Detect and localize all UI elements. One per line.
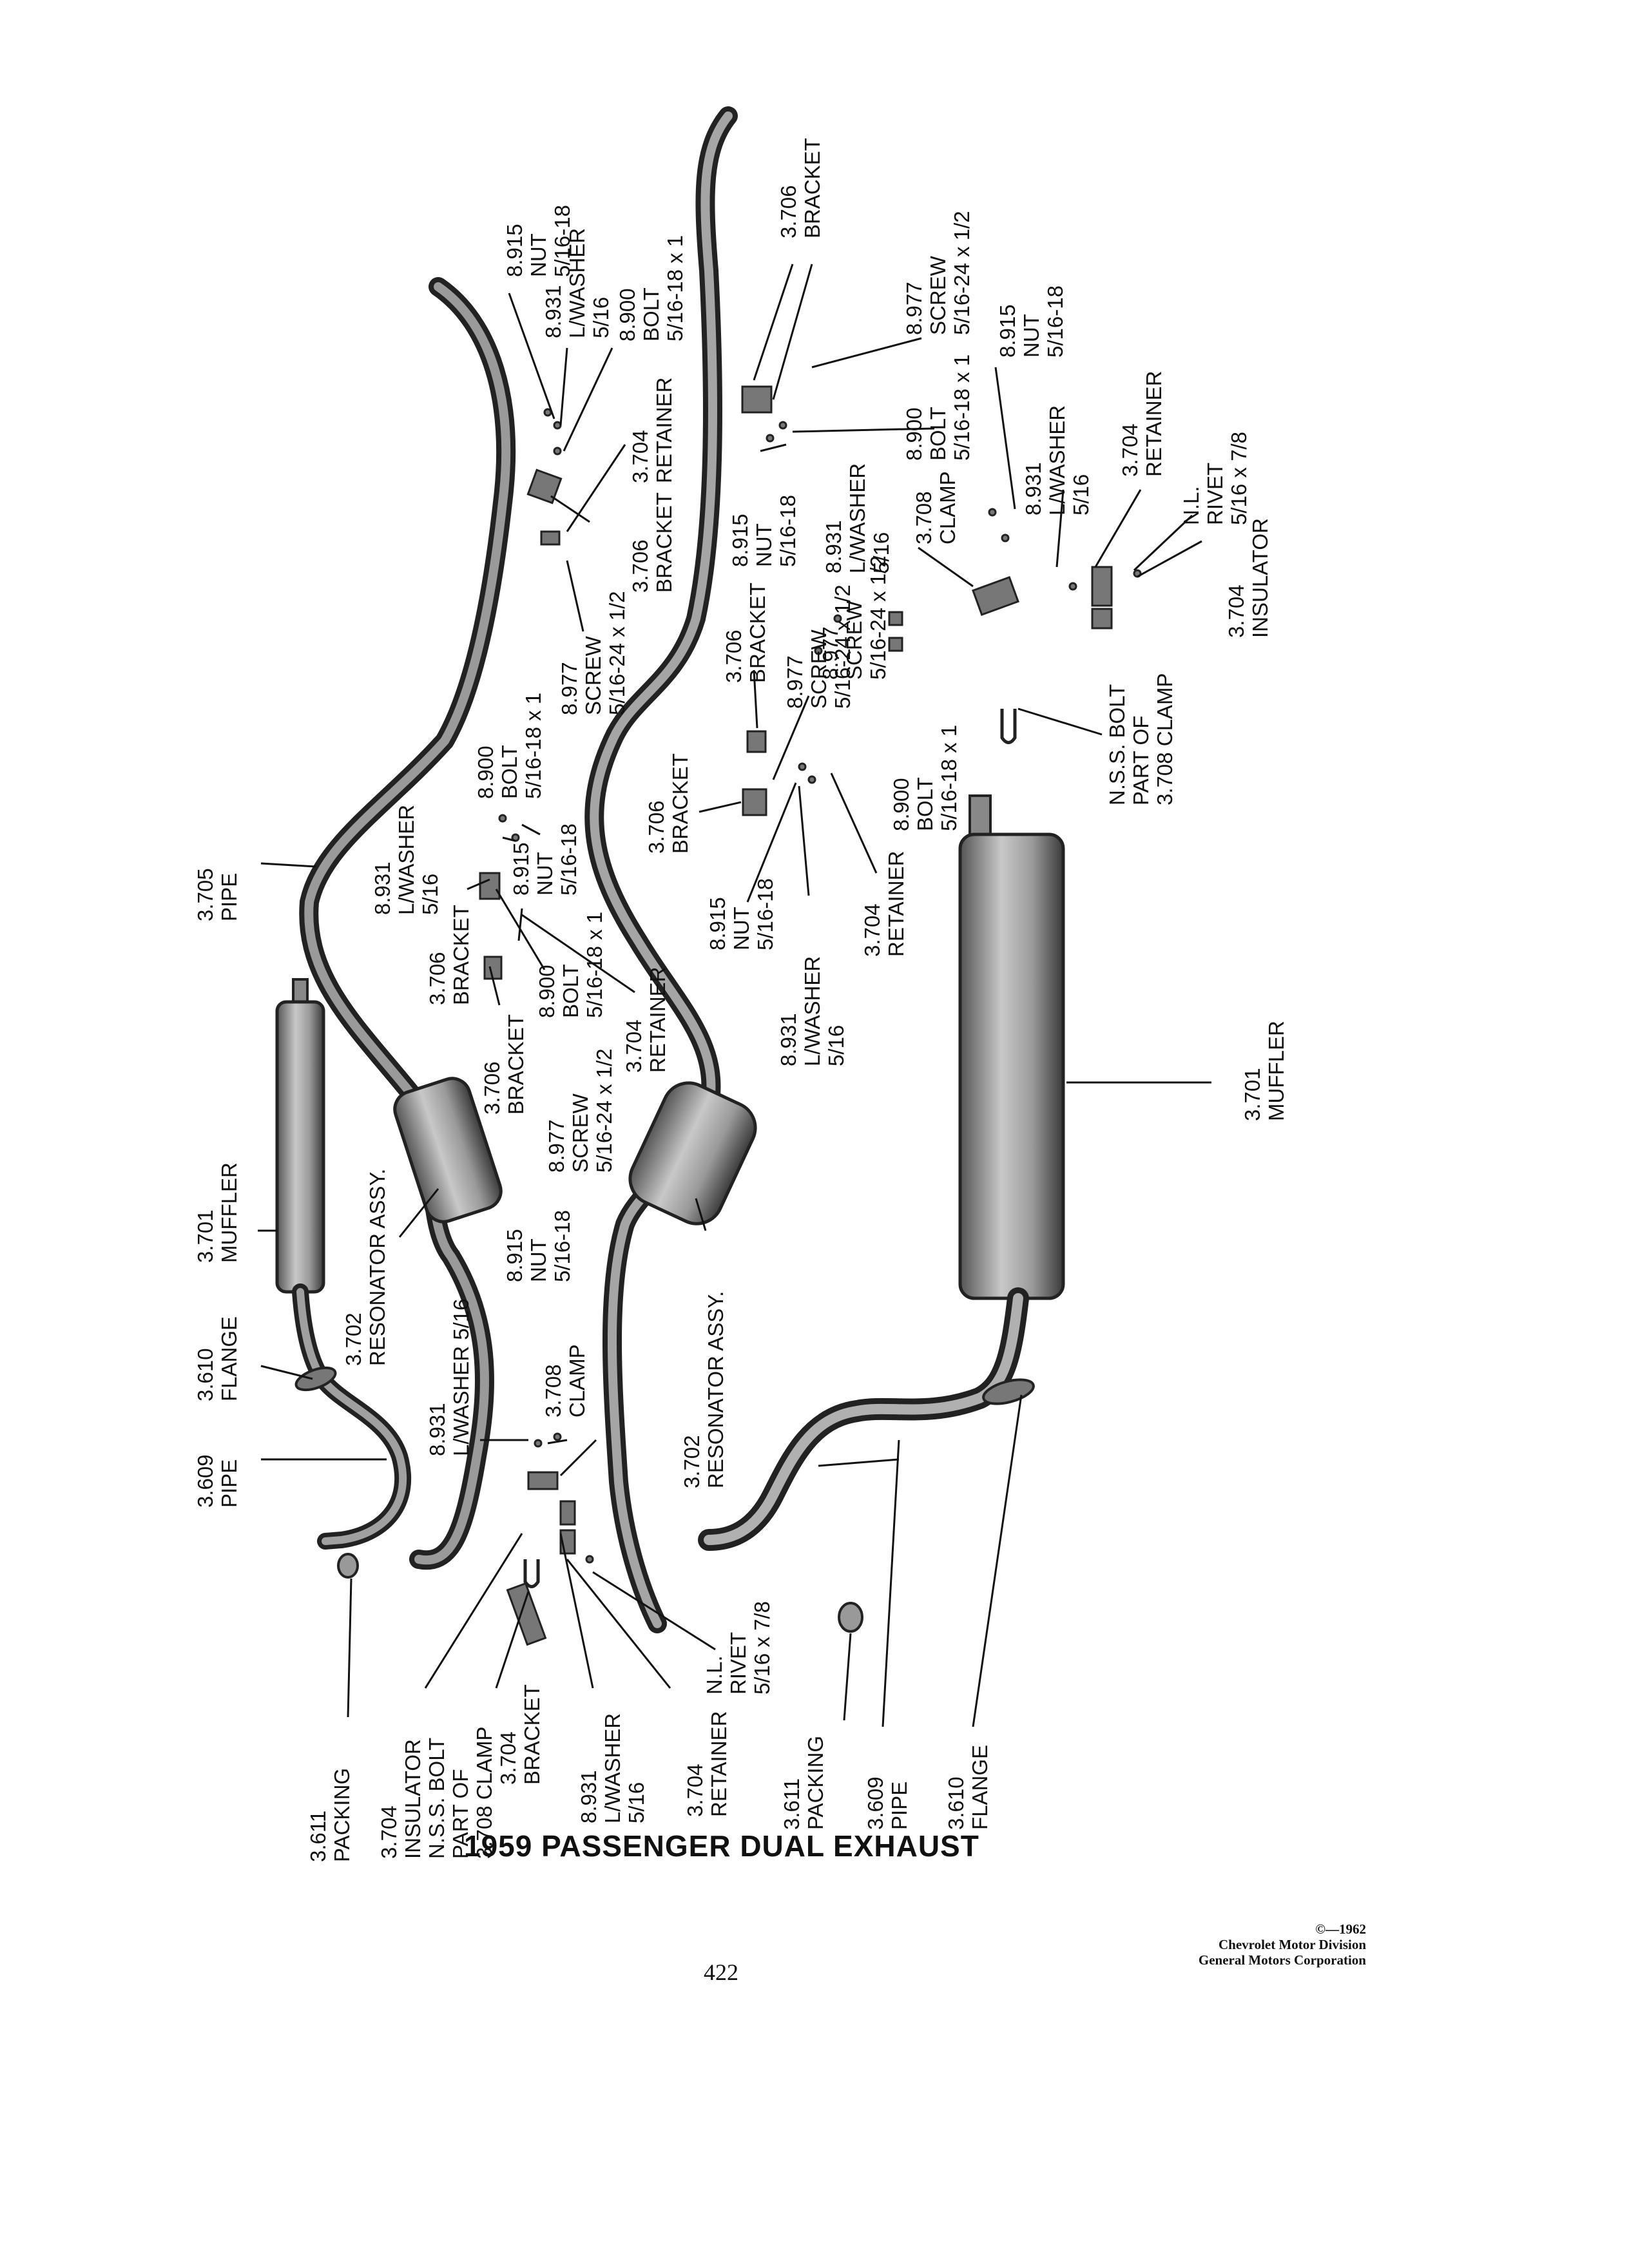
resonator-right bbox=[628, 1081, 757, 1225]
copyright-line: Chevrolet Motor Division bbox=[1218, 1937, 1366, 1952]
copyright-line: General Motors Corporation bbox=[1198, 1952, 1366, 1968]
pipe-3705 bbox=[299, 277, 516, 1570]
muffler-right bbox=[698, 794, 1065, 1633]
page-number: 422 bbox=[704, 1959, 738, 1985]
leader-lines bbox=[258, 264, 1211, 1727]
hardware-parts bbox=[479, 385, 1142, 1646]
page-title: 1959 PASSENGER DUAL EXHAUST bbox=[464, 1829, 979, 1863]
resonator-left bbox=[393, 1077, 503, 1224]
copyright-notice: ©—1962 Chevrolet Motor Division General … bbox=[1108, 1921, 1366, 1968]
copyright-line: ©—1962 bbox=[1315, 1921, 1366, 1937]
pipe-right-long bbox=[584, 106, 738, 1633]
muffler-left bbox=[275, 978, 412, 1579]
